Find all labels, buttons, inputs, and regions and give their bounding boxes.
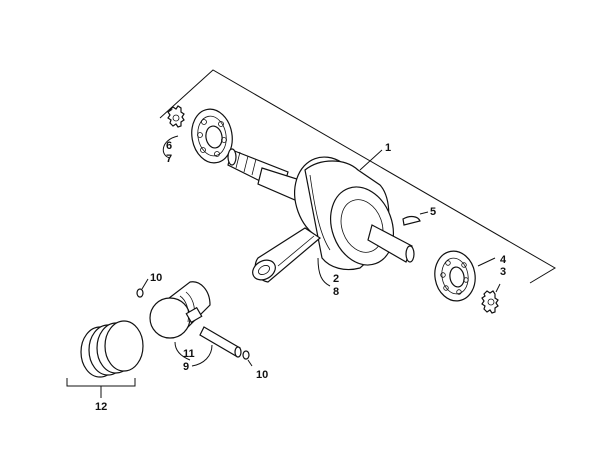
callout-4: 4 [500,254,507,266]
callout-10-circlip-left: 10 [150,272,162,284]
callout-5: 5 [430,206,436,218]
left-sprocket [167,105,185,128]
callout-labels: 1 2 3 4 5 6 7 8 9 10 10 11 12 [95,140,507,413]
left-bearing [191,108,233,164]
callout-10-circlip-right: 10 [256,369,268,381]
piston-rings [80,320,144,378]
circlips [136,288,250,360]
piston-pin [199,326,242,358]
callout-7: 7 [166,153,172,165]
callout-2: 2 [333,273,339,285]
crankshaft-left-shaft [227,148,301,201]
callout-12: 12 [95,401,107,413]
callout-3: 3 [500,266,506,278]
callout-9: 9 [183,361,189,373]
callout-11: 11 [183,348,195,360]
connecting-rod [252,227,321,283]
right-bearing [434,250,476,302]
crankshaft-flywheels [294,156,394,271]
crankshaft-right-shaft [367,215,421,263]
piston [149,281,211,339]
callout-1: 1 [385,142,391,154]
right-sprocket [481,290,499,314]
callout-6: 6 [166,140,172,152]
assembly-bracket [159,69,556,284]
leader-lines [66,135,501,398]
callout-8: 8 [333,286,339,298]
